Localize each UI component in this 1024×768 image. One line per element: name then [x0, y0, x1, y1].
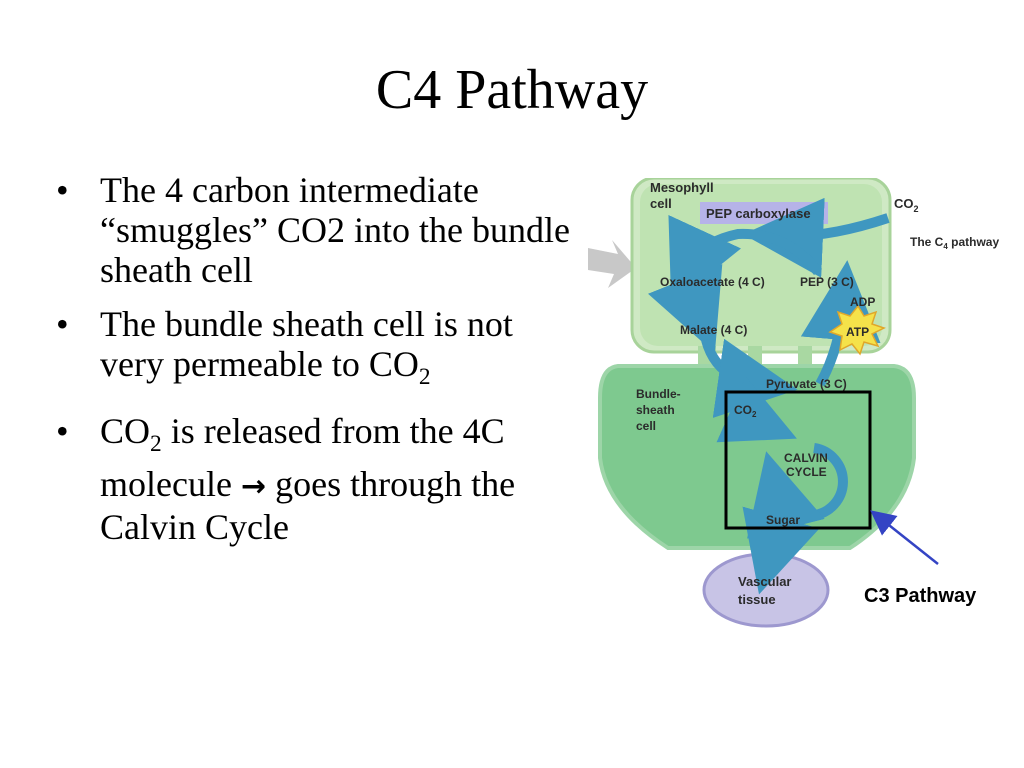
label-pep: PEP (3 C)	[800, 275, 854, 289]
c3-pathway-label: C3 Pathway	[864, 585, 977, 607]
indicator-arrow-icon	[588, 240, 636, 288]
label-adp: ADP	[850, 295, 875, 309]
label-mesophyll-cell: cell	[650, 196, 672, 211]
pathway-arrow	[800, 260, 881, 387]
bullet-text: is released from the 4C molecule	[100, 411, 505, 505]
label-pep-carboxylase: PEP carboxylase	[706, 206, 811, 221]
bullet-item: • CO2 is released from the 4C molecule →…	[52, 411, 572, 547]
bullet-text: CO	[100, 411, 151, 452]
right-arrow-icon: →	[240, 469, 267, 505]
c3-pathway-box	[724, 390, 872, 530]
label-vascular: Vascular	[738, 574, 792, 589]
label-tissue: tissue	[738, 592, 776, 607]
plasmodesma	[798, 346, 812, 368]
bullet-list: • The 4 carbon intermediate “smuggles” C…	[52, 170, 572, 561]
pathway-arrow	[648, 264, 723, 354]
label-oxaloacetate: Oxaloacetate (4 C)	[660, 275, 765, 289]
c3-pointer-arrow	[870, 510, 939, 565]
label-cycle: CYCLE	[786, 465, 827, 479]
pathway-arrow	[743, 197, 890, 278]
bullet-dot: •	[56, 411, 69, 452]
bullet-dot: •	[56, 170, 69, 210]
bullet-item: • The 4 carbon intermediate “smuggles” C…	[52, 170, 572, 290]
subscript: 2	[150, 431, 162, 458]
label-pyruvate: Pyruvate (3 C)	[766, 377, 847, 391]
bullet-item: • The bundle sheath cell is not very per…	[52, 304, 572, 397]
label-sugar: Sugar	[766, 513, 800, 527]
label-atp: ATP	[846, 325, 869, 339]
atp-starburst-icon	[828, 304, 886, 356]
label-malate: Malate (4 C)	[680, 323, 747, 337]
label-sheath: sheath	[636, 403, 675, 417]
slide-title: C4 Pathway	[375, 59, 649, 121]
pathway-arrow	[668, 214, 822, 305]
bullet-text: The 4 carbon intermediate “smuggles” CO2…	[100, 170, 570, 290]
label-mesophyll: Mesophyll	[650, 180, 714, 195]
c4-pathway-diagram: Mesophyll cell PEP carboxylase CO2 The C…	[588, 178, 999, 628]
bullet-dot: •	[56, 304, 69, 344]
subscript: 2	[418, 364, 431, 391]
vascular-tissue	[702, 552, 830, 628]
bullet-text: goes through the Calvin Cycle	[100, 464, 516, 548]
label-calvin: CALVIN	[784, 451, 828, 465]
label-co2-top: CO2	[894, 196, 919, 214]
label-bundle-cell: cell	[636, 419, 656, 433]
label-c4-pathway: The C4 pathway	[910, 235, 999, 251]
bullet-text: The bundle sheath cell is not very perme…	[100, 304, 513, 384]
pathway-arrow	[716, 376, 797, 443]
label-bundle: Bundle-	[636, 387, 681, 401]
label-co2-bundle: CO2	[734, 403, 757, 419]
